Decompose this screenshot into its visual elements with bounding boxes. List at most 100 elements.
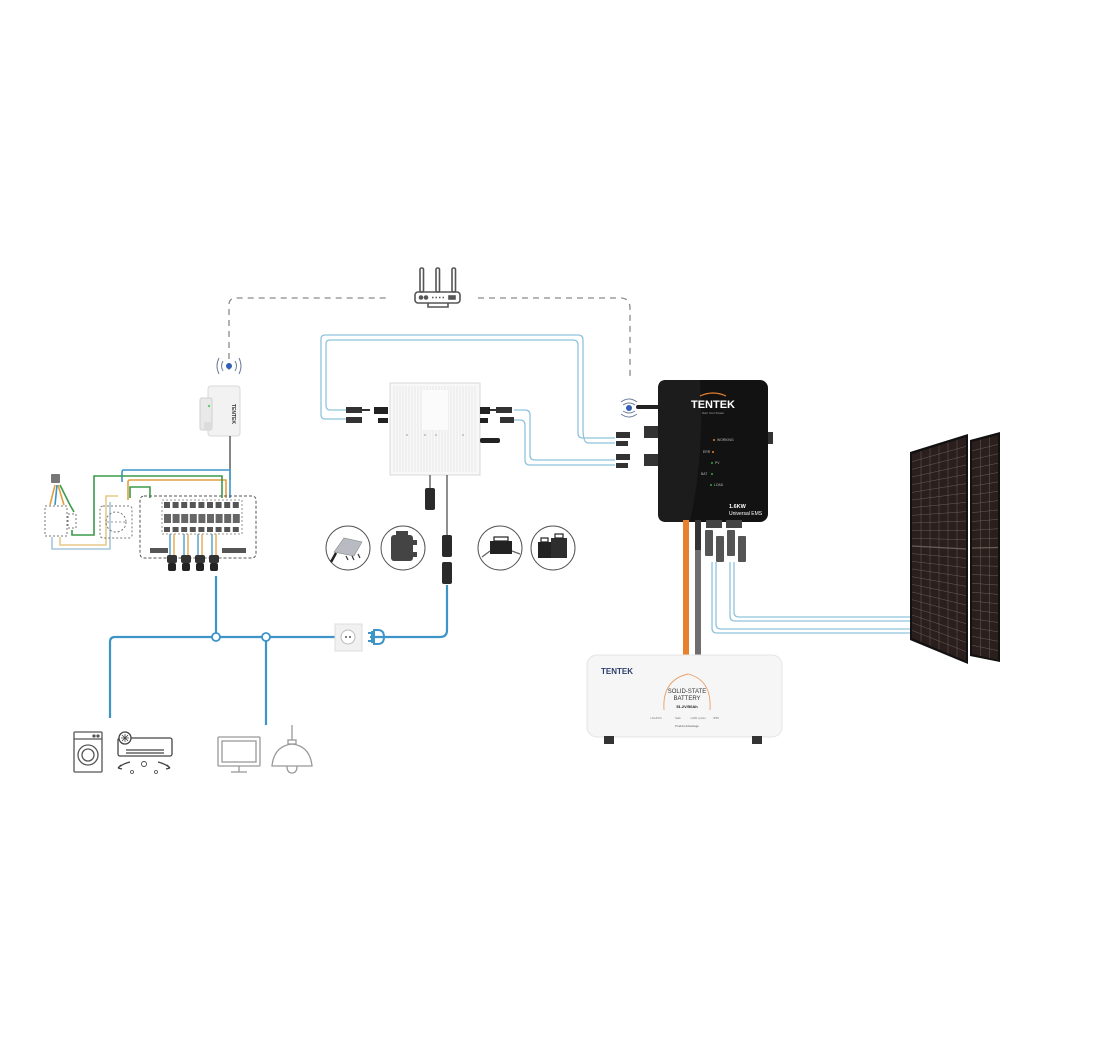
breaker (189, 514, 197, 523)
panel-cell-line (911, 622, 967, 643)
battery-feature: Safe (675, 716, 681, 720)
breaker-terminal (181, 502, 188, 508)
ems-power: 1.6KW (729, 504, 747, 510)
panel-cell-line (971, 528, 999, 531)
panel-cell-line (911, 502, 967, 508)
plug-icon (368, 629, 386, 645)
breaker (215, 514, 223, 523)
microinverter (346, 382, 514, 584)
battery-title-line2: BATTERY (673, 696, 700, 702)
smart-meter-label: Smart meter (220, 443, 226, 446)
panel-cell-line (911, 520, 967, 524)
junction-node (261, 632, 271, 642)
panel-cell-line (971, 618, 999, 623)
breaker (164, 514, 171, 523)
battery-title-line1: SOLID-STATE (668, 689, 706, 695)
panel-cell-line (971, 609, 999, 614)
breaker-terminal (207, 527, 213, 532)
led-bat: BAT (701, 472, 707, 476)
led-err: ERR (703, 450, 711, 454)
panel-cell-line (971, 509, 999, 513)
appliance-monitor: Monitor (239, 788, 243, 791)
svg-text:Inverter type C: Inverter type C (500, 573, 507, 576)
panel-cell-line (971, 444, 999, 452)
breaker (181, 514, 189, 523)
wifi-signal-icon (216, 357, 242, 375)
panel-cell-line (911, 545, 967, 550)
panel-cell-line (971, 537, 999, 540)
breaker-terminal (164, 502, 170, 508)
panel-cell-line (971, 565, 999, 567)
compatible-inverters: Inverter type A Inverter type B Inverter… (325, 525, 576, 576)
solar-panels (910, 432, 1000, 664)
panel-cell-line (911, 492, 967, 501)
ems-led-list: WORKING ERR PV BAT LOAD (701, 438, 734, 487)
compatible-inverter-d: Inverter type D (530, 525, 576, 576)
panel-cell-line (911, 576, 967, 587)
panel-cell-line (911, 599, 967, 615)
panel-cell-line (971, 546, 999, 549)
svg-text:Inverter type A: Inverter type A (348, 573, 355, 576)
panel-cell-line (971, 591, 999, 595)
panel-cell-line (971, 627, 999, 633)
compatible-inverter-c: Inverter type C (477, 525, 523, 576)
led-pv: PV (715, 461, 720, 465)
ems-model: Universal EMS (729, 511, 763, 517)
breaker-terminal (215, 527, 222, 532)
breaker (224, 514, 232, 523)
distribution-board-label: Distribution board (200, 588, 208, 591)
battery-footer: Product Advantage (675, 724, 699, 728)
wifi-dashed-link (228, 297, 631, 380)
router-label: Wi-Fi router (437, 318, 443, 321)
panel-cell-line (911, 630, 967, 652)
appliance-washing-machine: Washing machine (88, 789, 96, 791)
panel-cell-line (971, 481, 999, 487)
microinverter-label: Microinverter (435, 478, 441, 481)
ems-wifi-icon (620, 398, 638, 418)
battery-cable-orange (683, 525, 689, 655)
panel-cell-line (911, 568, 967, 578)
ems-power-note: Universal EMS (713, 529, 720, 531)
panel-cell-line (971, 644, 999, 651)
panel-cell-line (971, 462, 999, 469)
breaker-terminal (215, 502, 222, 508)
router-icon (414, 267, 461, 308)
panel-cell-line (971, 636, 999, 642)
breaker-terminal (232, 502, 239, 508)
svg-text:Inverter type D: Inverter type D (553, 573, 560, 576)
solar-panel-back (970, 432, 1000, 662)
panel-cell-line (911, 591, 967, 606)
solar-panels-label: Solar panels (955, 679, 961, 681)
panel-cell-line (971, 491, 999, 496)
panel-cell-line (971, 574, 999, 576)
breaker-terminal (189, 527, 196, 532)
diagram-title: Balcony solar system with Universal EMS … (537, 18, 566, 21)
panel-cell-line (971, 600, 999, 604)
plug-label: Plug (378, 659, 380, 661)
breaker-terminal (232, 527, 239, 532)
led-load: LOAD (714, 483, 724, 487)
panel-cell-line (911, 464, 967, 478)
panel-cell-line (911, 446, 967, 462)
breaker-terminal (181, 527, 188, 532)
panel-cell-line (911, 538, 967, 540)
breaker (198, 514, 206, 523)
appliance-ceiling-lamp: Ceiling lamp (292, 789, 298, 791)
breaker (232, 514, 240, 523)
led-working: WORKING (717, 438, 734, 442)
distribution-board (44, 469, 257, 571)
solar-panel-front (910, 434, 968, 664)
battery-feature: 1,600 cycles (690, 716, 706, 720)
smart-meter-brand: TENTEK (230, 404, 236, 424)
ceiling-lamp-icon (271, 725, 313, 774)
universal-ems: TENTEK Own Your Power WORKING ERR PV BAT… (616, 380, 773, 562)
panel-cell-line (911, 474, 967, 485)
battery-brand: TENTEK (601, 667, 633, 676)
appliance-air-conditioner: Air conditioner (145, 788, 152, 791)
breaker-terminal (189, 502, 196, 508)
dc-wiring (320, 334, 912, 634)
cable-gland (209, 555, 219, 563)
panel-cell-line (911, 483, 967, 493)
breaker-terminal (198, 502, 205, 508)
